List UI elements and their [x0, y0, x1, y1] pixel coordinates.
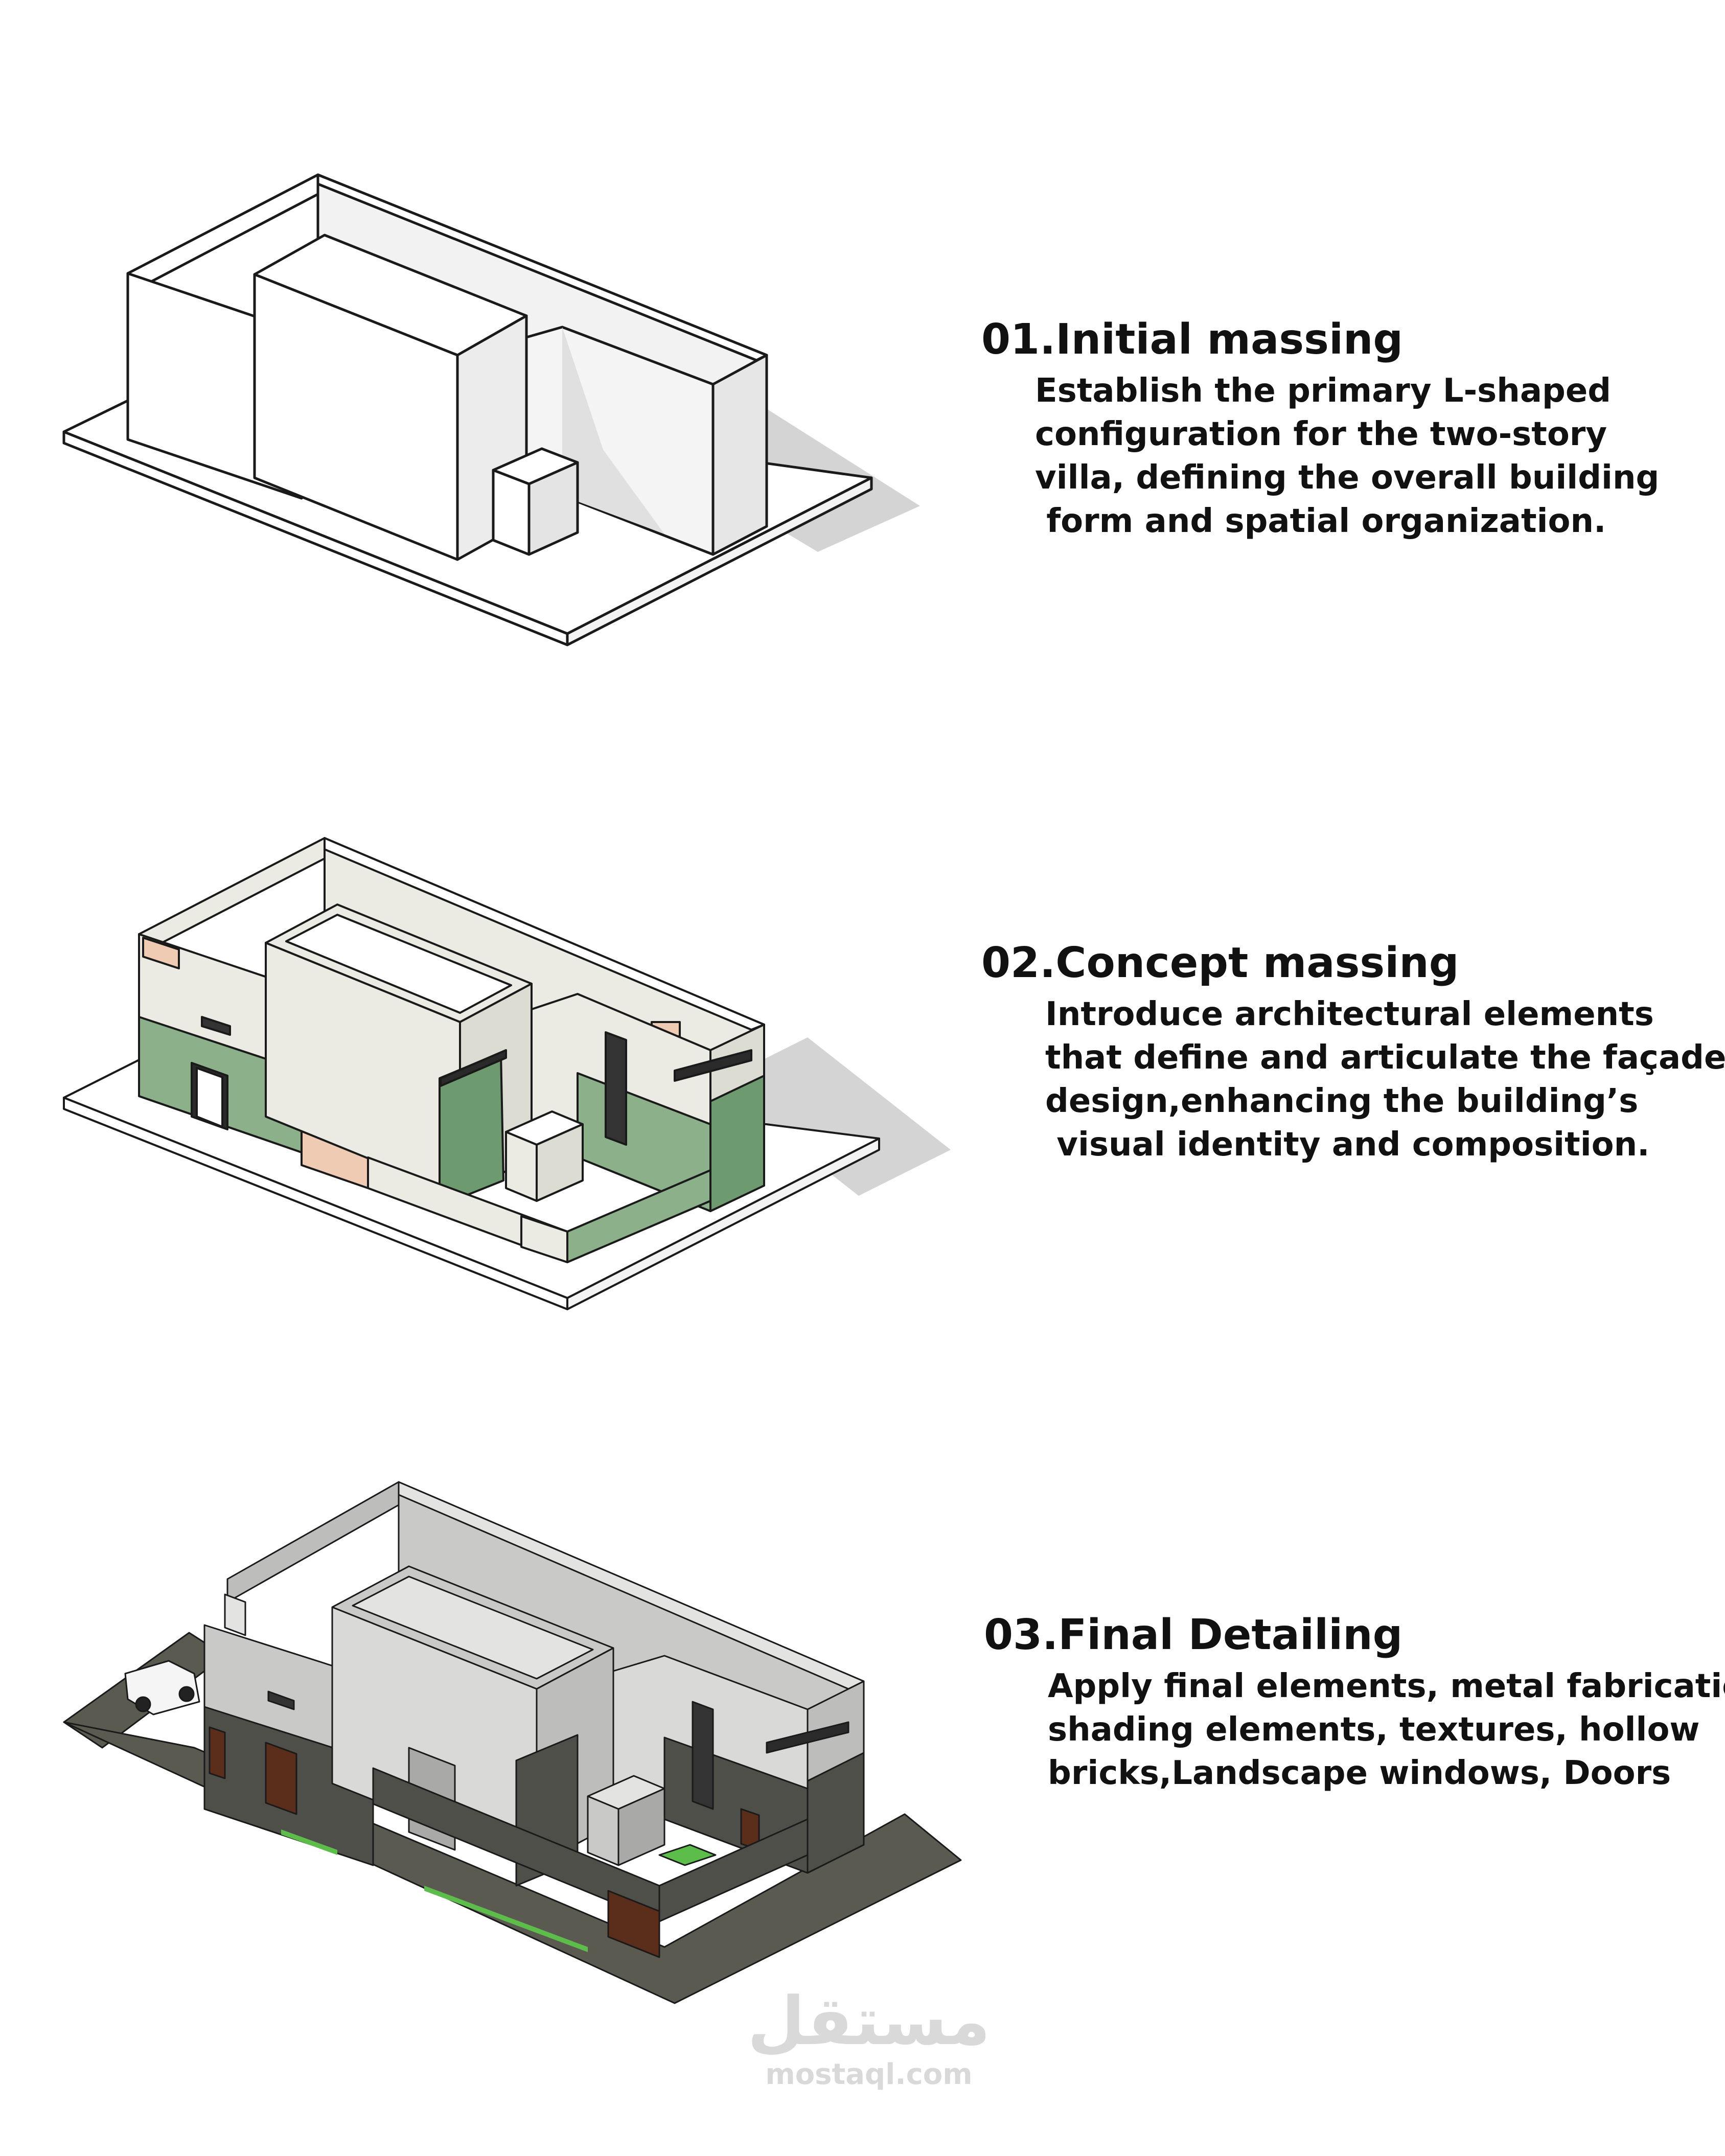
vertical-window-strip [692, 1701, 714, 1810]
step-description-line: that define and articulate the façade [1045, 1039, 1725, 1077]
door-left [265, 1742, 297, 1815]
watermark-logo: مستقل [747, 1982, 991, 2060]
balcony-strip [766, 1721, 849, 1754]
step-title: 02.Concept massing [981, 939, 1459, 987]
step-description-line: shading elements, textures, hollow [1048, 1711, 1700, 1749]
step-title: 03.Final Detailing [984, 1611, 1403, 1659]
step-description-line: bricks,Landscape windows, Doors [1048, 1754, 1671, 1792]
step-caption-2: 02.Concept massing Introduce architectur… [981, 938, 1725, 1167]
step-title: 01.Initial massing [981, 315, 1404, 364]
step-description-line: configuration for the two-story [1035, 415, 1607, 453]
step-description-line: villa, defining the overall building [1035, 459, 1660, 497]
step-description: Establish the primary L-shaped configura… [1035, 369, 1659, 543]
step-caption-1: 01.Initial massing Establish the primary… [981, 314, 1659, 543]
window-left [267, 1690, 295, 1710]
step-description-line: Introduce architectural elements [1045, 995, 1654, 1033]
car-icon [124, 1660, 200, 1715]
step-description: Introduce architectural elements that de… [1045, 993, 1725, 1167]
peach-accent [142, 937, 180, 969]
hollow-brick-screen [224, 1593, 246, 1636]
massing-model-final [63, 1481, 962, 2004]
middle-shadow [562, 327, 664, 534]
balcony-strip [674, 1049, 752, 1082]
step-description-line: Establish the primary L-shaped [1035, 372, 1612, 410]
courtyard-grass [658, 1844, 717, 1866]
window-left [201, 1016, 231, 1036]
massing-model-initial [62, 173, 920, 646]
right-wall [711, 354, 768, 556]
step-description-line: design,enhancing the building’s [1045, 1082, 1639, 1120]
grass-strip [281, 1829, 337, 1855]
vertical-window-strip [605, 1031, 627, 1146]
grass-strip [424, 1886, 588, 1952]
watermark-url: mostaql.com [765, 2058, 973, 2091]
step-description-line: visual identity and composition. [1045, 1126, 1650, 1164]
ground-shadow [716, 1037, 951, 1196]
step-description: Apply final elements, metal fabrication,… [1048, 1665, 1725, 1795]
step-caption-3: 03.Final Detailing Apply final elements,… [984, 1610, 1725, 1795]
massing-model-concept [63, 837, 951, 1310]
gate [607, 1890, 660, 1958]
watermark: مستقل mostaql.com [741, 1985, 997, 2093]
step-description-line: form and spatial organization. [1035, 502, 1606, 540]
step-description-line: Apply final elements, metal fabrication, [1048, 1667, 1725, 1705]
